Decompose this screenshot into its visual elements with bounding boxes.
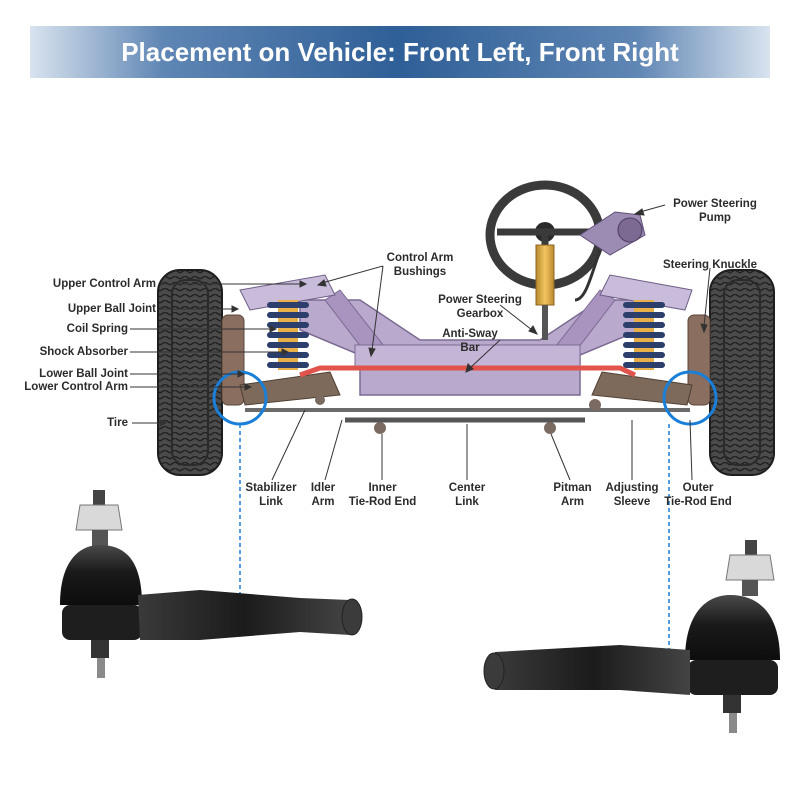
label-control-arm-bushings-1: Control Arm — [386, 252, 454, 264]
coil-spring-right — [623, 300, 665, 370]
upper-control-arm-right — [599, 274, 693, 311]
left-knuckle — [221, 314, 245, 406]
label-pitman-arm-2: Arm — [560, 496, 584, 508]
label-stabilizer-link-1: Stabilizer — [245, 482, 297, 494]
label-anti-sway-bar-1: Anti-Sway — [442, 328, 498, 340]
tire-left — [157, 269, 223, 476]
label-power-steering-gearbox-1: Power Steering — [438, 294, 522, 306]
label-outer-tie-rod-end-1: Outer — [682, 482, 714, 494]
label-outer-tie-rod-end-2: Tie-Rod End — [664, 496, 732, 508]
tie-rod-end-left — [60, 490, 363, 678]
power-steering-pump — [574, 211, 646, 302]
label-lower-ball-joint: Lower Ball Joint — [39, 368, 128, 380]
tie-rod-end-right — [483, 540, 780, 733]
label-pitman-arm-1: Pitman — [553, 482, 592, 494]
label-coil-spring: Coil Spring — [66, 323, 128, 335]
inner-tie-rod-end-left — [374, 422, 386, 434]
upper-control-arm-left — [239, 274, 336, 311]
label-center-link-1: Center — [448, 482, 486, 494]
label-steering-knuckle: Steering Knuckle — [663, 259, 757, 271]
steering-knuckle-right — [687, 314, 711, 406]
label-adjusting-sleeve-1: Adjusting — [605, 482, 659, 494]
label-lower-control-arm: Lower Control Arm — [24, 381, 128, 393]
label-tire: Tire — [107, 417, 128, 429]
page-title: Placement on Vehicle: Front Left, Front … — [121, 37, 679, 67]
label-upper-control-arm: Upper Control Arm — [52, 278, 156, 290]
label-center-link-2: Link — [455, 496, 479, 508]
stabilizer-link-joint — [315, 395, 325, 405]
label-shock-absorber: Shock Absorber — [39, 346, 128, 358]
inner-tie-rod-end-right — [544, 422, 556, 434]
leader-lines — [130, 204, 711, 481]
title-banner: Placement on Vehicle: Front Left, Front … — [30, 26, 770, 78]
label-control-arm-bushings-2: Bushings — [393, 266, 447, 278]
label-inner-tie-rod-end-2: Tie-Rod End — [348, 496, 417, 508]
label-inner-tie-rod-end-1: Inner — [368, 482, 397, 494]
label-stabilizer-link-2: Link — [259, 496, 283, 508]
label-idler-arm-2: Arm — [311, 496, 335, 508]
label-adjusting-sleeve-2: Sleeve — [613, 496, 651, 508]
label-anti-sway-bar-2: Bar — [460, 342, 480, 354]
label-upper-ball-joint: Upper Ball Joint — [67, 303, 156, 315]
label-idler-arm-1: Idler — [310, 482, 336, 494]
pitman-arm-joint — [589, 399, 601, 411]
power-steering-gearbox — [535, 244, 555, 306]
label-power-steering-gearbox-2: Gearbox — [456, 308, 504, 320]
label-power-steering-pump-1: Power Steering — [673, 198, 757, 210]
label-power-steering-pump-2: Pump — [699, 212, 731, 224]
tire-right — [709, 269, 775, 476]
